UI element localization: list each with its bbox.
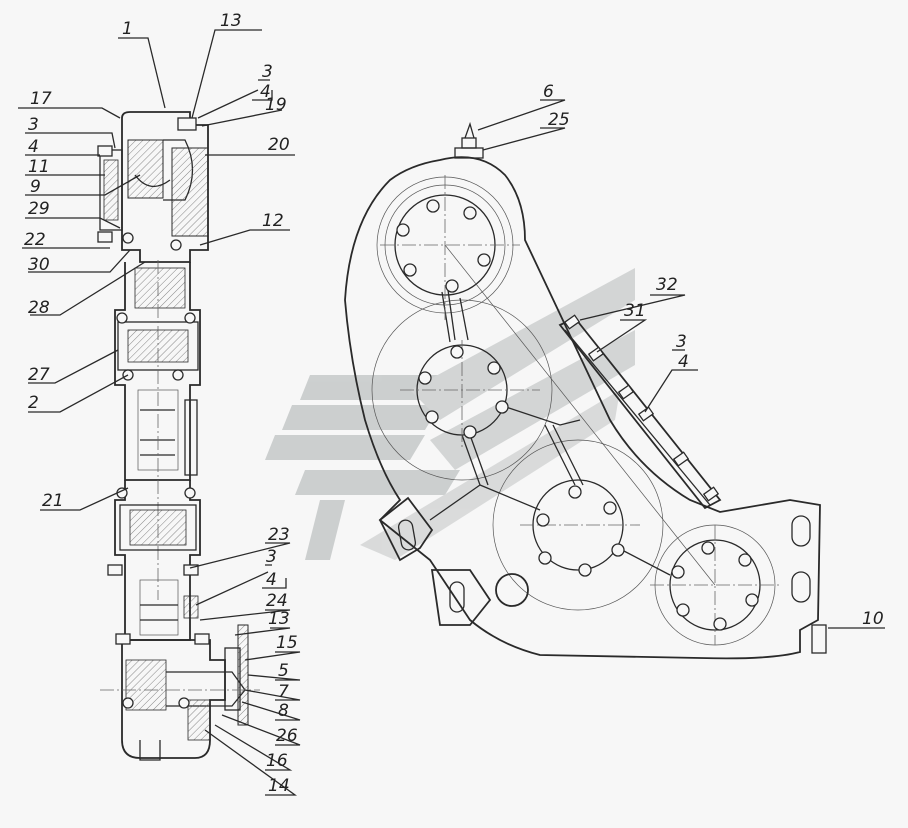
callout-1: 1 xyxy=(122,19,133,39)
bolt-pattern xyxy=(396,199,759,631)
callout-7: 7 xyxy=(278,682,289,702)
callout-22: 22 xyxy=(24,230,46,250)
callout-30: 30 xyxy=(28,255,50,275)
callout-28: 28 xyxy=(28,298,50,318)
callout-29: 29 xyxy=(28,199,50,219)
side-section-view xyxy=(97,111,260,761)
callout-6: 6 xyxy=(543,82,554,102)
callout-15: 15 xyxy=(276,633,298,653)
front-view xyxy=(344,121,827,660)
callout-11: 11 xyxy=(28,157,50,177)
callout-9: 9 xyxy=(30,177,41,197)
callout-3-top: 3 xyxy=(262,62,273,82)
callout-3-left: 3 xyxy=(28,115,39,135)
callout-4-top: 4 xyxy=(260,82,271,102)
callout-31: 31 xyxy=(624,301,646,321)
callout-32: 32 xyxy=(656,275,678,295)
callout-17: 17 xyxy=(30,89,52,109)
callout-labels: 1 13 3 4 19 17 3 4 20 11 9 29 12 22 30 2… xyxy=(24,11,884,796)
callout-3-lower: 3 xyxy=(266,547,277,567)
callout-14: 14 xyxy=(268,776,290,796)
callout-12: 12 xyxy=(262,211,284,231)
callout-4-right: 4 xyxy=(678,352,689,372)
callout-25: 25 xyxy=(548,110,570,130)
callout-4-lower: 4 xyxy=(266,570,277,590)
callout-19: 19 xyxy=(265,95,287,115)
callout-20: 20 xyxy=(268,135,290,155)
callout-2: 2 xyxy=(28,393,39,413)
leader-lines xyxy=(18,29,885,796)
callout-24: 24 xyxy=(266,591,288,611)
callout-26: 26 xyxy=(276,726,298,746)
callout-5: 5 xyxy=(278,661,289,681)
callout-3-right: 3 xyxy=(676,332,687,352)
callout-8: 8 xyxy=(278,701,289,721)
callout-27: 27 xyxy=(28,365,50,385)
callout-23: 23 xyxy=(268,525,290,545)
callout-13-top: 13 xyxy=(220,11,242,31)
callout-4-left: 4 xyxy=(28,137,39,157)
callout-21: 21 xyxy=(42,491,64,511)
callout-10: 10 xyxy=(862,609,884,629)
callout-16: 16 xyxy=(266,751,288,771)
callout-13-bottom: 13 xyxy=(268,609,290,629)
